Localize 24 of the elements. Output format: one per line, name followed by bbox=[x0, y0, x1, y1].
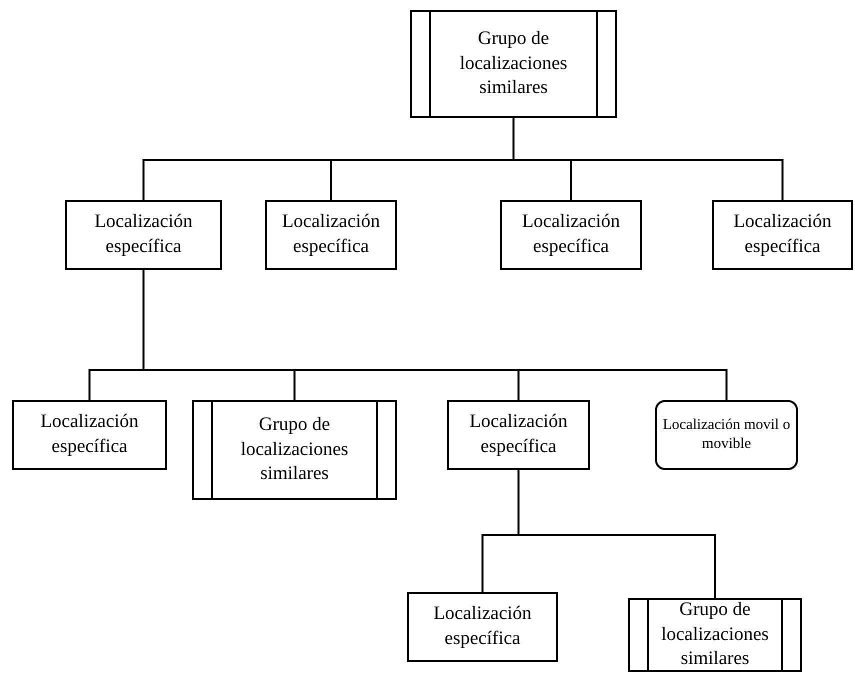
rounded-box bbox=[655, 400, 798, 470]
group-box bbox=[628, 598, 802, 672]
connector-line bbox=[512, 118, 784, 200]
group-box bbox=[410, 10, 617, 118]
process-box bbox=[12, 400, 167, 470]
process-box bbox=[407, 592, 558, 662]
node-label: Grupo de localizaciones similares bbox=[458, 26, 568, 100]
node-label: Localización específica bbox=[93, 210, 194, 259]
process-box bbox=[712, 200, 853, 270]
process-box bbox=[65, 200, 222, 270]
connector-line bbox=[518, 470, 716, 598]
node-label: Grupo de localizaciones similares bbox=[660, 598, 770, 672]
group-box bbox=[192, 400, 397, 500]
node-label: Localización específica bbox=[732, 210, 833, 259]
node-label: Grupo de localizaciones similares bbox=[240, 412, 350, 486]
node-label: Localización movil o movible bbox=[662, 416, 792, 454]
node-label: Localización específica bbox=[468, 410, 569, 459]
node-label: Localización específica bbox=[432, 602, 533, 651]
process-box bbox=[447, 400, 590, 470]
process-box bbox=[265, 200, 397, 270]
process-box bbox=[500, 200, 642, 270]
node-label: Localización específica bbox=[520, 210, 622, 259]
node-label: Localización específica bbox=[280, 210, 382, 259]
node-label: Localización específica bbox=[39, 410, 140, 459]
